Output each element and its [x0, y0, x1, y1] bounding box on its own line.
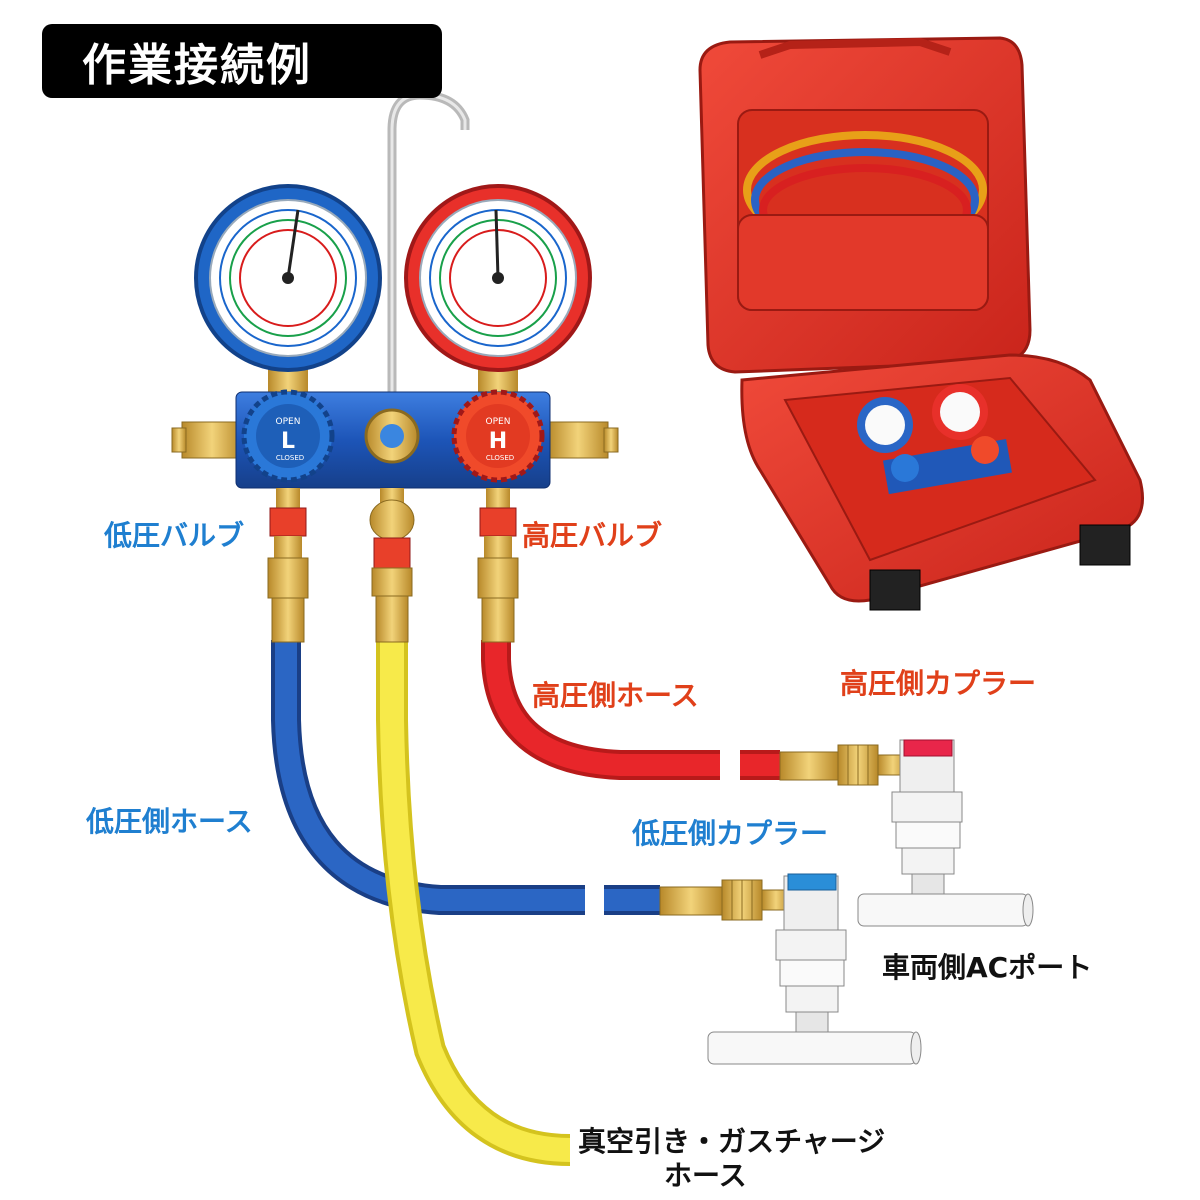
low-valve-fitting	[267, 488, 309, 643]
carrying-case	[698, 36, 1144, 611]
high-valve-label: 高圧バルブ	[522, 519, 663, 552]
low-valve-knob[interactable]: OPEN L CLOSED	[241, 389, 335, 483]
low-valve-label: 低圧バルブ	[104, 519, 245, 552]
low-coupler-label: 低圧側カプラー	[632, 817, 829, 850]
low-knob-letter: L	[281, 429, 295, 454]
vacuum-hose-label-line1: 真空引き・ガスチャージ	[578, 1125, 886, 1158]
right-brass-fitting	[547, 421, 619, 459]
high-pressure-gauge	[404, 184, 592, 395]
high-knob-letter: H	[489, 429, 507, 454]
low-side-ac-port-pipe	[707, 1031, 922, 1065]
low-hose-label: 低圧側ホース	[86, 805, 253, 838]
high-valve-knob[interactable]: OPEN H CLOSED	[451, 389, 545, 483]
high-hose-label: 高圧側ホース	[532, 679, 699, 712]
high-knob-open-text: OPEN	[486, 417, 511, 427]
vacuum-hose-label-line2: ホース	[664, 1159, 747, 1192]
low-knob-closed-text: CLOSED	[276, 454, 304, 462]
high-knob-closed-text: CLOSED	[486, 454, 514, 462]
low-pressure-gauge	[194, 184, 382, 395]
left-brass-fitting	[171, 421, 243, 459]
high-coupler-label: 高圧側カプラー	[840, 667, 1037, 700]
low-side-coupler	[659, 873, 847, 1033]
high-valve-fitting	[477, 488, 519, 643]
vehicle-port-label: 車両側ACポート	[882, 951, 1093, 984]
high-side-ac-port-pipe	[857, 893, 1034, 927]
title-box: 作業接続例	[42, 24, 442, 98]
center-fitting	[369, 488, 415, 643]
low-knob-open-text: OPEN	[276, 417, 301, 427]
high-side-coupler	[779, 739, 963, 895]
diagram-title: 作業接続例	[82, 40, 312, 91]
